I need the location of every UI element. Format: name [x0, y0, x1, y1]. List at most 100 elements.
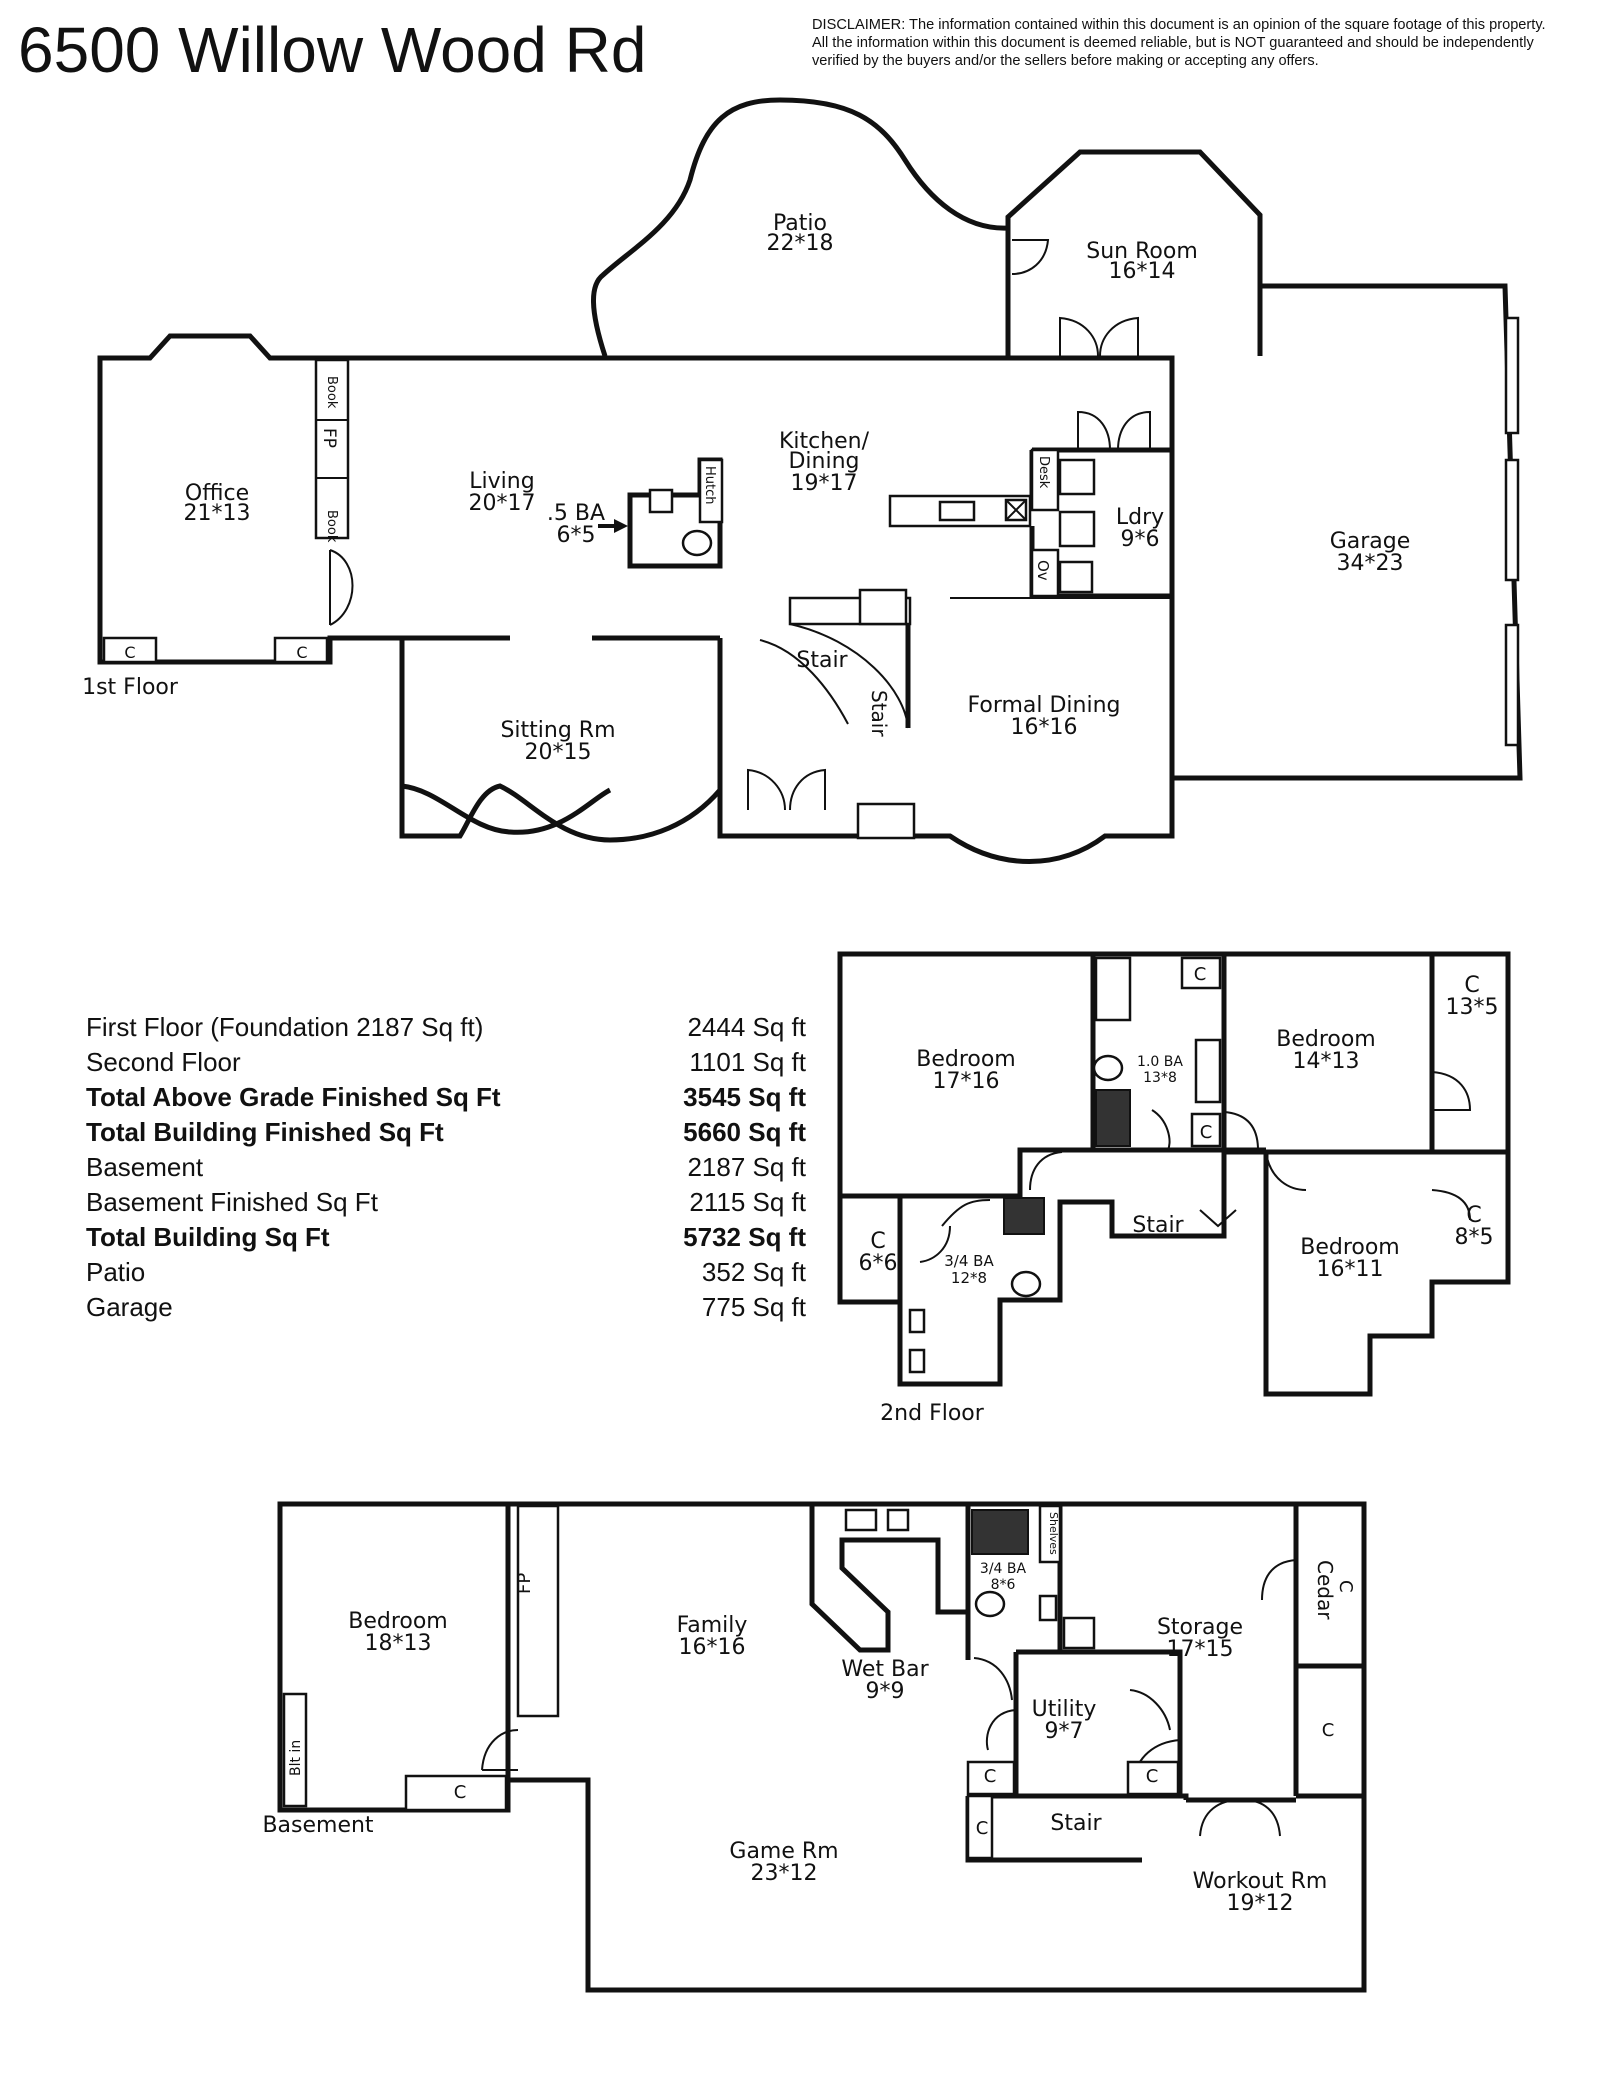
room-size: 17*15 [1167, 1637, 1234, 1662]
summary-label: Basement Finished Sq Ft [86, 1187, 378, 1217]
summary-value: 1101 Sq ft [689, 1047, 806, 1077]
room-name: C [1466, 1203, 1481, 1228]
room-name: Formal Dining [967, 693, 1120, 718]
toilet-fixture [974, 1590, 1006, 1618]
summary-label: Total Building Sq Ft [86, 1222, 330, 1252]
disclaimer: DISCLAIMER: The information contained wi… [812, 16, 1602, 70]
front-door [747, 768, 826, 811]
room-name: Storage [1157, 1615, 1243, 1640]
summary-label: First Floor (Foundation 2187 Sq ft) [86, 1012, 484, 1042]
second-floor-labels: Bedroom 17*16 1.0 BA 13*8 Bedroom 14*13 … [859, 964, 1499, 1426]
summary-value: 2115 Sq ft [689, 1187, 806, 1217]
summary-row: Second Floor 1101 Sq ft [86, 1045, 806, 1080]
laundry-sink [1058, 560, 1094, 594]
room-size: 12*8 [951, 1269, 987, 1287]
water-heater [1062, 1616, 1096, 1650]
closet [1126, 1760, 1180, 1796]
disclaimer-line: DISCLAIMER: The information contained wi… [812, 17, 1546, 33]
first-floor-labels: Patio 22*18 Sun Room 16*14 Office 21*13 … [82, 211, 1410, 765]
room-name: Ldry [1116, 505, 1164, 530]
room-name: Wet Bar [841, 1657, 929, 1682]
stair-label: Stair [1132, 1213, 1184, 1238]
room-size: 14*13 [1293, 1049, 1360, 1074]
washer [1058, 458, 1096, 496]
summary-value: 5660 Sq ft [683, 1117, 806, 1147]
shelves-label: Shelves [1047, 1512, 1060, 1555]
summary-label: Patio [86, 1257, 146, 1287]
summary-value: 352 Sq ft [701, 1257, 806, 1287]
closet [102, 636, 158, 664]
disclaimer-line: verified by the buyers and/or the seller… [812, 53, 1319, 69]
room-name: Patio [773, 211, 827, 236]
room-size: 21*13 [184, 501, 251, 526]
desk-label: Desk [1036, 456, 1051, 489]
room-size: 19*12 [1227, 1891, 1294, 1916]
room-name: Sun Room [1086, 239, 1198, 264]
summary-label: Second Floor [86, 1047, 241, 1077]
room-name: Office [185, 481, 249, 506]
room-size: 13*8 [1143, 1070, 1177, 1086]
bench [856, 802, 916, 840]
storage-wall [1293, 1504, 1364, 1799]
second-floor-plan [837, 951, 1511, 1397]
laundry-door [1077, 410, 1151, 451]
closet-label: C [1322, 1720, 1335, 1741]
first-floor-vertical-tags: Book Book FP Hutch Desk Ov Stair [319, 376, 1052, 737]
office-door [329, 549, 354, 626]
bath-door [1151, 1109, 1171, 1151]
utility-door [973, 1657, 1017, 1751]
appliance [886, 1508, 910, 1532]
room-size: 19*17 [791, 471, 858, 496]
square-footage-summary: First Floor (Foundation 2187 Sq ft) 2444 … [86, 1010, 806, 1325]
book-label: Book [324, 510, 339, 543]
room-size: 9*6 [1121, 527, 1160, 552]
sink-fixture [908, 1348, 926, 1374]
disclaimer-line: All the information within this document… [812, 35, 1534, 51]
vanity [1194, 1038, 1222, 1104]
closet-label: C [1335, 1580, 1356, 1593]
room-size: 16*14 [1109, 259, 1176, 284]
bathtub [1094, 956, 1132, 1022]
cedar-door [1261, 1559, 1297, 1601]
room-name: Living [469, 469, 534, 494]
appliance [844, 1508, 878, 1532]
bedroom-door [1265, 1151, 1307, 1191]
arrow-icon [614, 519, 628, 533]
stair-label: Stair [1050, 1811, 1102, 1836]
room-size: 22*18 [767, 231, 834, 256]
room-size: 8*6 [991, 1577, 1016, 1593]
room-size: 23*12 [751, 1861, 818, 1886]
stair-label: Stair [796, 648, 848, 673]
first-floor-plan [97, 97, 1523, 864]
closet [404, 1774, 508, 1812]
basement-vertical-tags: FP Blt in Shelves Cedar C [288, 1512, 1356, 1776]
room-size: 20*15 [525, 740, 592, 765]
sink-fixture [908, 1308, 926, 1334]
room-size: 8*5 [1455, 1225, 1494, 1250]
floor-label: Basement [262, 1813, 373, 1838]
room-name: Game Rm [729, 1839, 838, 1864]
summary-value: 2187 Sq ft [687, 1152, 806, 1182]
sun-room-door [1059, 316, 1139, 357]
hutch-label: Hutch [702, 466, 717, 505]
summary-value: 2444 Sq ft [687, 1012, 806, 1042]
summary-value: 775 Sq ft [701, 1292, 806, 1322]
room-name: Bedroom [916, 1047, 1016, 1072]
desk [1030, 448, 1060, 512]
toilet-fixture [1010, 1270, 1042, 1298]
built-in [282, 1692, 308, 1808]
oven-label: Ov [1034, 560, 1052, 581]
basement-plan [277, 1501, 1367, 1993]
floor-label: 1st Floor [82, 675, 179, 700]
closet-door [1431, 1189, 1471, 1221]
garage-door [1504, 623, 1520, 747]
room-size: 16*16 [679, 1635, 746, 1660]
dryer [1058, 510, 1096, 548]
closet-label: C [124, 643, 135, 662]
toilet-fixture [681, 529, 713, 557]
sun-room-outline [1005, 149, 1263, 356]
